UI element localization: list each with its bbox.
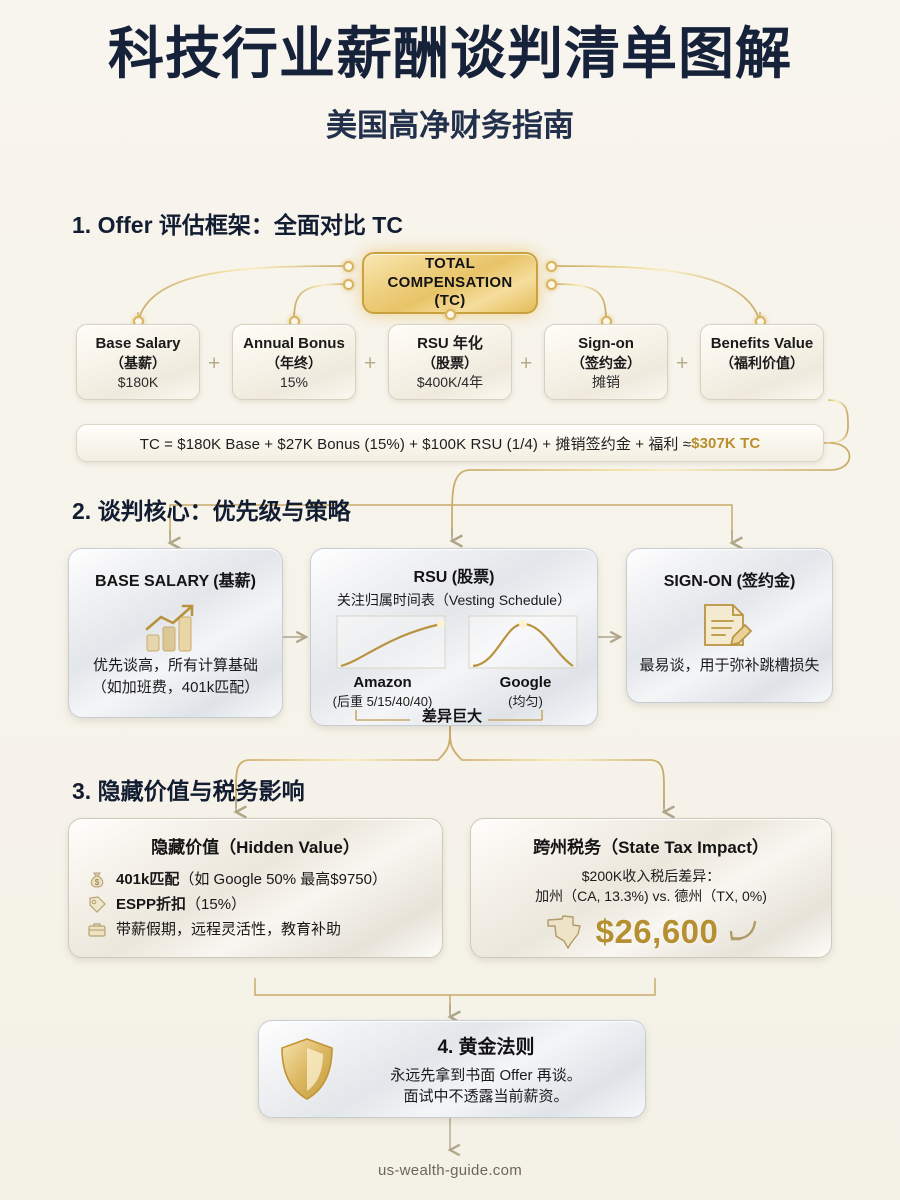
rsu-note-right: (均匀): [508, 694, 543, 710]
texas-map-icon: [546, 914, 581, 949]
component-box-base-salary[interactable]: Base Salary （基薪） $180K: [76, 324, 200, 400]
component-en: Benefits Value: [710, 335, 814, 352]
section-2-heading: 2. 谈判核心：优先级与策略: [72, 498, 351, 524]
connector-knob: [445, 309, 456, 320]
hv-bold: ESPP折扣: [116, 896, 187, 913]
amazon-back-loaded-curve: [336, 615, 446, 669]
difference-bracket-label: 差异巨大: [421, 708, 482, 725]
page-subtitle: 美国高净财务指南: [326, 108, 574, 144]
state-tax-title: 跨州税务（State Tax Impact）: [533, 838, 769, 857]
component-value: 摊销: [592, 373, 620, 390]
hidden-value-title: 隐藏价值（Hidden Value）: [151, 838, 360, 857]
golden-rule-title: 4. 黄金法则: [437, 1037, 535, 1058]
rsu-company-right: Google: [499, 674, 552, 692]
section-3-heading: 3. 隐藏价值与税务影响: [72, 778, 305, 804]
google-even-curve: [468, 615, 578, 669]
footer-url[interactable]: us-wealth-guide.com: [377, 1162, 523, 1179]
component-cn: （基薪）: [110, 354, 166, 371]
plus-sign: +: [520, 352, 533, 375]
state-tax-amount: $26,600: [595, 912, 719, 950]
bar-chart-growth-icon: [145, 604, 194, 652]
pillar-card-base-salary[interactable]: BASE SALARY (基薪) 优先谈高，所有计算基础 （如加班费，401k匹…: [68, 548, 283, 718]
hidden-value-item: ESPP折扣（15%）: [87, 893, 442, 914]
pillar-title: SIGN-ON (签约金): [663, 573, 796, 590]
header: 科技行业薪酬谈判清单图解 美国高净财务指南: [0, 22, 900, 145]
difference-bracket: [355, 710, 543, 721]
tc-formula-text: TC = $180K Base + $27K Bonus (15%) + $10…: [139, 435, 692, 453]
pillar-line-2: （如加班费，401k匹配）: [91, 678, 260, 696]
pillar-title: BASE SALARY (基薪): [95, 573, 256, 590]
tc-line-1: TOTAL: [424, 254, 476, 272]
vesting-curve-charts: [336, 615, 578, 669]
plus-sign: +: [208, 352, 221, 375]
component-value: 15%: [279, 373, 309, 390]
curved-arrow-icon: [730, 920, 757, 940]
component-box-sign-on[interactable]: Sign-on （签约金） 摊销: [544, 324, 668, 400]
component-cn: （签约金）: [571, 354, 641, 371]
hidden-value-item: 带薪假期，远程灵活性，教育补助: [87, 918, 442, 939]
rsu-note-left: (后重 5/15/40/40): [332, 694, 433, 710]
plus-sign: +: [676, 352, 689, 375]
tc-formula-highlight: $307K TC: [691, 434, 761, 452]
pillar-line-1: 最易谈，用于弥补跳槽损失: [639, 657, 820, 674]
tc-formula-bar: TC = $180K Base + $27K Bonus (15%) + $10…: [76, 424, 824, 462]
state-tax-card[interactable]: 跨州税务（State Tax Impact） $200K收入税后差异： 加州（C…: [470, 818, 832, 958]
tc-line-2: COMPENSATION: [387, 273, 513, 291]
component-cn: （股票）: [422, 354, 478, 371]
component-en: Annual Bonus: [243, 335, 345, 352]
component-en: Sign-on: [578, 335, 634, 352]
component-box-annual-bonus[interactable]: Annual Bonus （年终） 15%: [232, 324, 356, 400]
hidden-value-item: $ 401k匹配（如 Google 50% 最高$9750）: [87, 868, 442, 889]
golden-rule-line-1: 永远先拿到书面 Offer 再谈。: [390, 1067, 582, 1084]
component-cn: （年终）: [266, 354, 322, 371]
component-value: $180K: [117, 373, 159, 390]
connector-knob: [546, 261, 557, 272]
pillar-card-sign-on[interactable]: SIGN-ON (签约金) 最易谈，用于弥补跳槽损失: [626, 548, 833, 703]
document-pencil-icon: [704, 604, 753, 647]
hv-bold: 401k匹配: [116, 871, 180, 888]
rsu-company-left: Amazon: [353, 674, 412, 692]
hv-rest: 带薪假期，远程灵活性，教育补助: [116, 921, 342, 938]
briefcase-icon: [88, 922, 106, 937]
state-tax-line-1: $200K收入税后差异：: [581, 868, 721, 884]
pillar-line-1: 优先谈高，所有计算基础: [92, 657, 258, 674]
component-value: $400K/4年: [416, 373, 484, 390]
plus-sign: +: [364, 352, 377, 375]
tc-line-3: (TC): [434, 292, 466, 310]
svg-text:$: $: [95, 878, 100, 887]
connector-knob: [343, 261, 354, 272]
pillar-title: RSU (股票): [413, 569, 495, 586]
component-box-rsu[interactable]: RSU 年化 （股票） $400K/4年: [388, 324, 512, 400]
shield-icon: [281, 1038, 333, 1100]
connector-knob: [546, 279, 557, 290]
component-en: RSU 年化: [417, 335, 483, 352]
component-en: Base Salary: [95, 335, 181, 352]
golden-rule-card[interactable]: 4. 黄金法则 永远先拿到书面 Offer 再谈。 面试中不透露当前薪资。: [258, 1020, 646, 1118]
hidden-value-card[interactable]: 隐藏价值（Hidden Value） $ 401k匹配（如 Google 50%…: [68, 818, 443, 958]
golden-rule-line-2: 面试中不透露当前薪资。: [403, 1088, 569, 1105]
hv-rest: （如 Google 50% 最高$9750）: [179, 871, 387, 888]
money-bag-icon: $: [90, 872, 104, 888]
hv-rest: （15%）: [186, 896, 247, 913]
tag-icon: [89, 895, 106, 913]
total-compensation-box: TOTAL COMPENSATION (TC): [362, 252, 538, 314]
component-cn: （福利价值）: [720, 354, 804, 371]
section-1-heading: 1. Offer 评估框架：全面对比 TC: [72, 212, 403, 238]
component-box-benefits[interactable]: Benefits Value （福利价值）: [700, 324, 824, 400]
pillar-card-rsu[interactable]: RSU (股票) 关注归属时间表（Vesting Schedule） Amazo…: [310, 548, 598, 726]
state-tax-line-2: 加州（CA, 13.3%) vs. 德州（TX, 0%): [535, 888, 767, 905]
page-title: 科技行业薪酬谈判清单图解: [108, 22, 792, 85]
pillar-subtitle: 关注归属时间表（Vesting Schedule）: [336, 592, 572, 608]
connector-knob: [343, 279, 354, 290]
